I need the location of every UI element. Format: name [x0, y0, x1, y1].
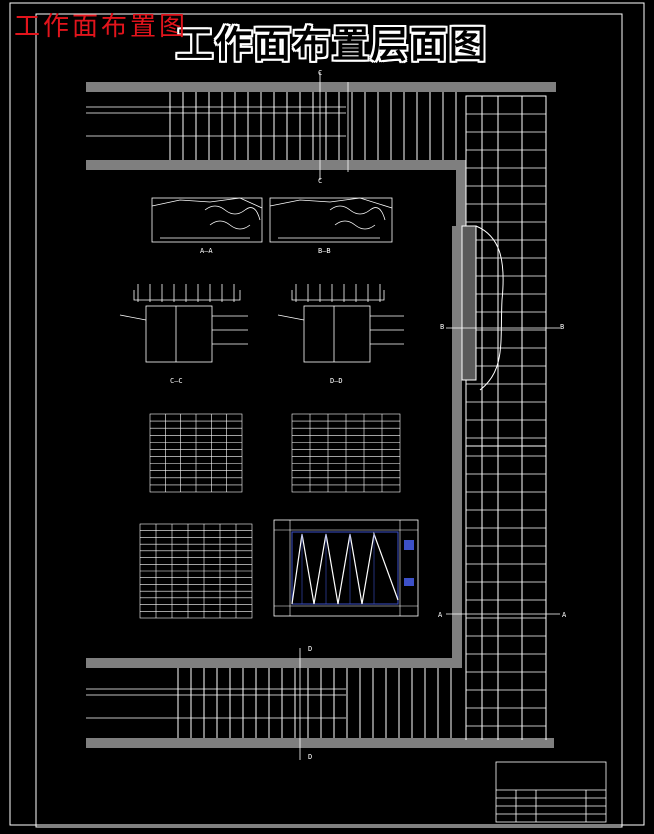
overlay-title: 工作面布置图: [14, 12, 189, 42]
section-view-dd: [277, 290, 404, 363]
section-view-cc: [119, 290, 248, 363]
section-cut-lines: [299, 72, 560, 760]
section-view-aa: [151, 197, 263, 243]
inner-frame: [35, 13, 623, 828]
section-marker-d-bottom: D: [308, 753, 313, 761]
schedule-tables: [139, 413, 401, 619]
section-marker-b-right: B: [560, 323, 565, 331]
section-caption-dd: D—D: [330, 377, 343, 385]
top-roadway-outer: [86, 82, 556, 92]
roadway-rails: [86, 82, 349, 719]
top-roadway-inner: [86, 160, 466, 170]
section-marker-c-top: C: [318, 69, 323, 77]
drawing-title: 工作面布置层面图: [176, 23, 488, 66]
roadways: [86, 82, 556, 748]
bottom-roadway-outer: [86, 738, 554, 748]
section-marker-b-left: B: [440, 323, 445, 331]
cycle-chart-frame: [273, 519, 419, 617]
section-caption-cc: C—C: [170, 377, 183, 385]
section-marker-a-right: A: [562, 611, 567, 619]
outer-frame: [9, 2, 645, 826]
face-conveyor: [461, 95, 547, 740]
vertical-roadway-upper: [456, 160, 466, 226]
section-marker-c-mid: C: [318, 177, 323, 185]
section-caption-aa: A—A: [200, 247, 213, 255]
top-roadway-supports: [169, 92, 457, 160]
section-support-posts: [137, 284, 381, 302]
vertical-roadway: [452, 226, 462, 668]
section-marker-d-top: D: [308, 645, 313, 653]
title-block: [495, 761, 607, 823]
bottom-roadway-supports: [177, 668, 452, 738]
section-view-bb: [269, 197, 393, 243]
section-caption-bb: B—B: [318, 247, 331, 255]
cycle-chart-zigzag: [291, 531, 399, 605]
face-support-grid: [466, 95, 546, 727]
bottom-roadway-inner: [86, 658, 462, 668]
section-marker-a-left: A: [438, 611, 443, 619]
cycle-chart: [273, 519, 419, 617]
